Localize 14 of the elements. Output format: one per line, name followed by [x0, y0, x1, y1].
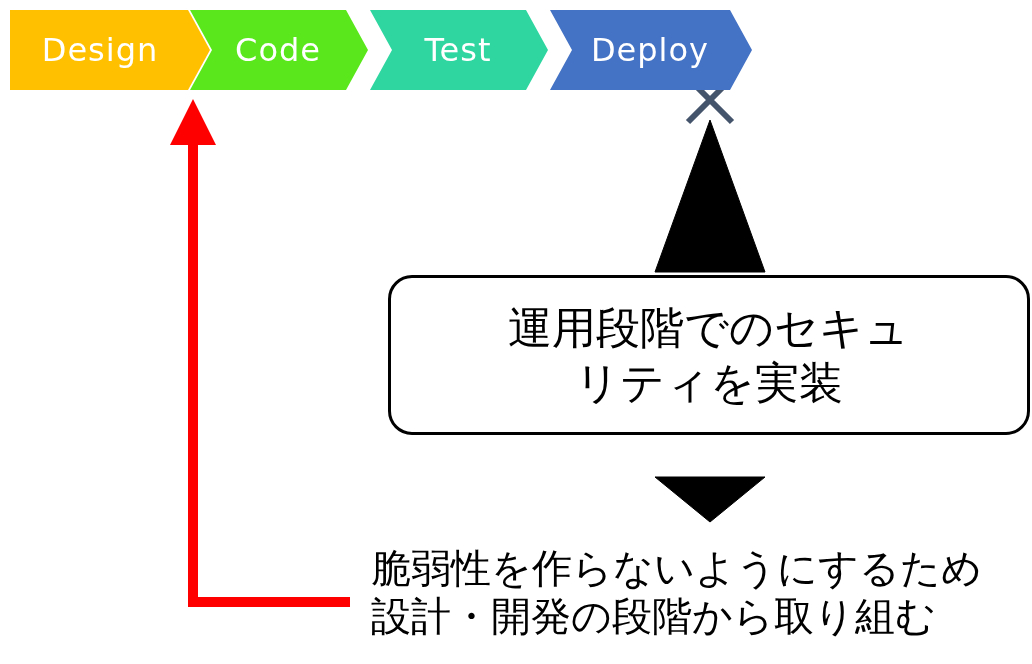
stage-step: [550, 10, 752, 90]
callout-box: [388, 275, 1030, 435]
stage-label: 運用段階でのセキュリティを実装: [507, 301, 911, 410]
note-text: 脆弱性を作らないようにするため設計・開発の段階から取り組む: [371, 544, 983, 640]
arrow: [654, 119, 766, 273]
arrow: [170, 99, 350, 607]
stage-step: [10, 10, 210, 90]
stage-label: Test: [423, 31, 493, 69]
stage-label: Deploy: [589, 31, 710, 69]
stage-label: Code: [234, 31, 322, 69]
stage-label: Design: [41, 31, 160, 69]
stage-step: [370, 10, 548, 90]
stage-step: [190, 10, 368, 90]
arrow: [654, 476, 766, 523]
